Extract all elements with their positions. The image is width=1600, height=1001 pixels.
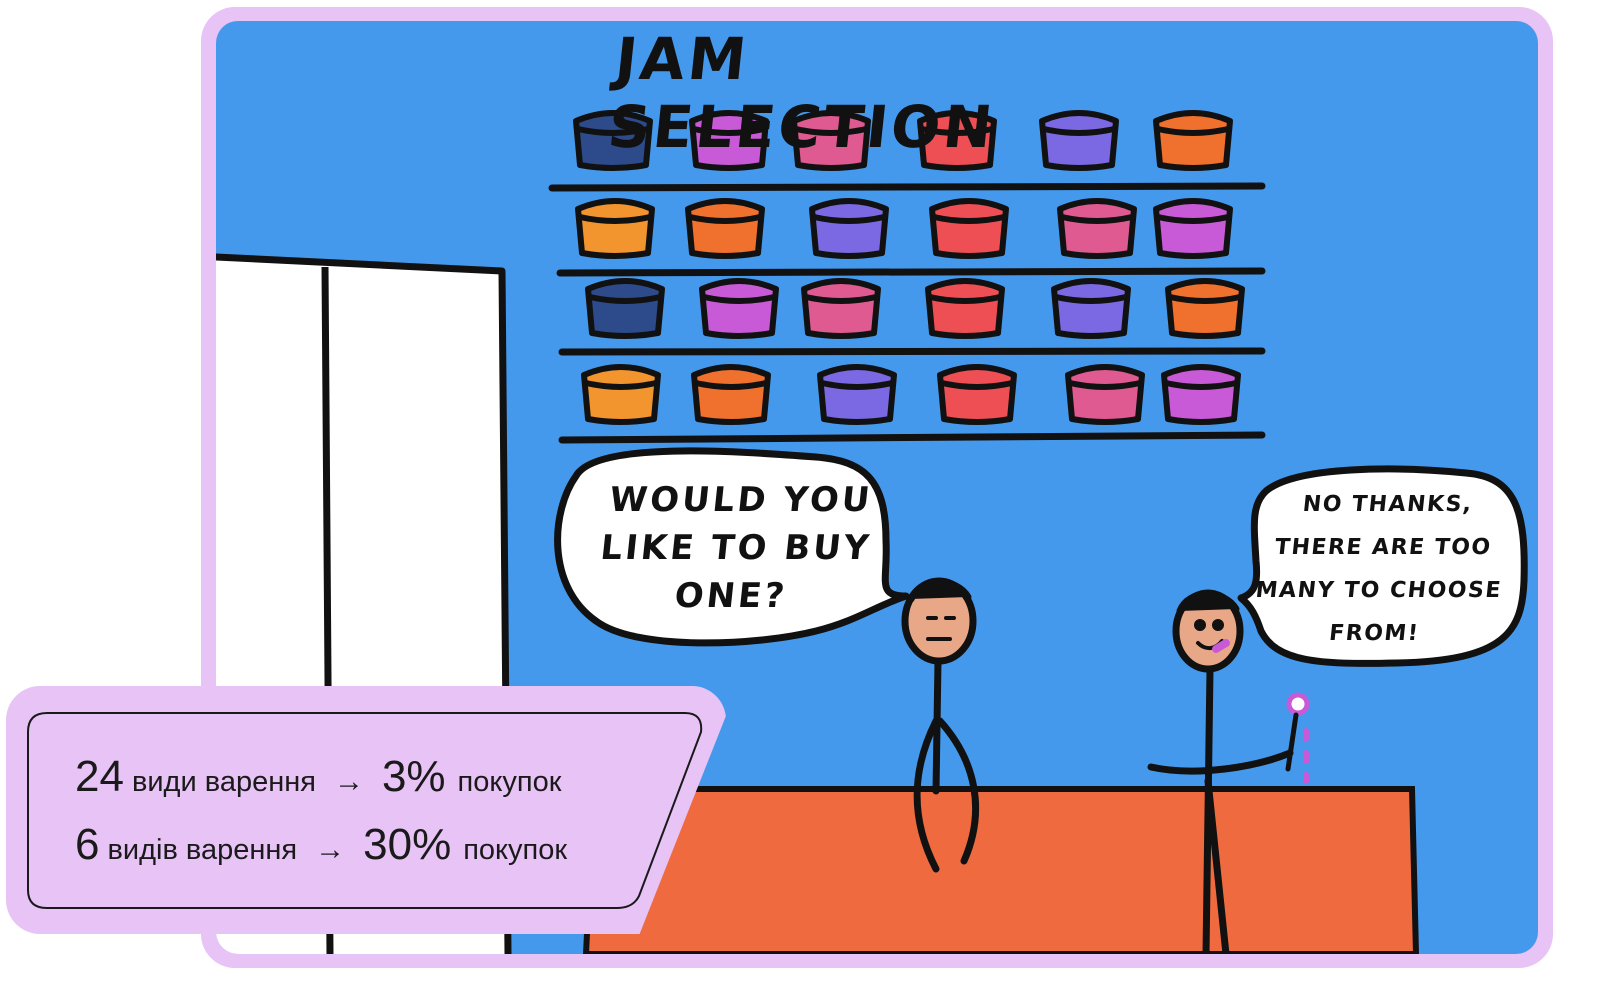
jam-jar bbox=[809, 198, 889, 259]
jam-jar bbox=[689, 110, 769, 171]
jam-jar-lid-line bbox=[1157, 126, 1229, 136]
jam-jar bbox=[575, 198, 655, 259]
jam-jar-lid-line bbox=[813, 214, 885, 224]
seller-figure bbox=[901, 577, 980, 873]
jam-jar bbox=[817, 364, 897, 425]
jam-jar bbox=[691, 364, 771, 425]
buyer-figure bbox=[1147, 589, 1310, 954]
jam-jar-lid-line bbox=[693, 126, 765, 136]
jam-jar bbox=[937, 364, 1017, 425]
stat-percent: 30% bbox=[363, 820, 452, 869]
stat-row-24: 24 види варення → 3% покупок bbox=[75, 752, 561, 802]
stat-row-6: 6 видів варення → 30% покупок bbox=[75, 820, 567, 870]
jam-jar-lid-line bbox=[1069, 380, 1141, 390]
jam-jar-lid-line bbox=[579, 214, 651, 224]
stat-count: 6 bbox=[75, 820, 100, 869]
stat-suffix: покупок bbox=[457, 766, 562, 798]
jam-jar-lid-line bbox=[921, 126, 993, 136]
jam-jar-lid-line bbox=[1165, 380, 1237, 390]
jam-jar-lid-line bbox=[805, 294, 877, 304]
jam-jar bbox=[1161, 364, 1241, 425]
jam-jar-lid-line bbox=[585, 380, 657, 390]
counter bbox=[582, 786, 1420, 954]
jam-jar-lid-line bbox=[1061, 214, 1133, 224]
jam-jar bbox=[685, 198, 765, 259]
seller-speech-bubble bbox=[554, 447, 910, 647]
seller-speech-text: WOULD YOU LIKE TO BUY ONE? bbox=[598, 480, 875, 616]
jam-jar bbox=[925, 278, 1005, 339]
jam-jar-lid-line bbox=[933, 214, 1005, 224]
stat-count: 24 bbox=[75, 752, 124, 801]
jam-jar-lid-line bbox=[695, 380, 767, 390]
jam-jar bbox=[1153, 110, 1233, 171]
arrow-right-icon: → bbox=[315, 833, 346, 866]
jam-selection-title: JAM SELECTION bbox=[604, 25, 999, 161]
jam-illustration: JAM SELECTION WOULD YOU LIKE TO BUY ONE?… bbox=[216, 21, 1538, 954]
jam-jar-lid-line bbox=[577, 126, 649, 136]
stats-card: 24 види варення → 3% покупок 6 видів вар… bbox=[27, 712, 705, 910]
jam-jar bbox=[1039, 110, 1119, 171]
jam-jar-lid-line bbox=[703, 294, 775, 304]
buyer-speech-bubble bbox=[1237, 465, 1528, 667]
jam-jar-lid-line bbox=[795, 126, 867, 136]
jam-jar bbox=[1051, 278, 1131, 339]
arrow-right-icon: → bbox=[333, 765, 364, 798]
jam-jar-lid-line bbox=[821, 380, 893, 390]
jam-jar-lid-line bbox=[1157, 214, 1229, 224]
jam-jar bbox=[791, 110, 871, 171]
stats-card-border bbox=[27, 712, 703, 909]
jam-jar bbox=[585, 278, 665, 339]
jam-jar bbox=[929, 198, 1009, 259]
jam-jar-lid-line bbox=[589, 294, 661, 304]
jam-jar-lid-line bbox=[1169, 294, 1241, 304]
jam-jar bbox=[1153, 198, 1233, 259]
jam-jar-lid-line bbox=[1043, 126, 1115, 136]
jam-jar-lid-line bbox=[689, 214, 761, 224]
jam-jar bbox=[699, 278, 779, 339]
stat-label: види варення bbox=[131, 766, 316, 798]
jam-jar bbox=[573, 110, 653, 171]
shelves bbox=[548, 182, 1266, 444]
buyer-speech-text: NO THANKS, THERE ARE TOO MANY TO CHOOSE … bbox=[1254, 492, 1504, 646]
jam-jars bbox=[573, 110, 1245, 425]
jam-jar bbox=[917, 110, 997, 171]
scene-drawing bbox=[216, 110, 1528, 954]
stat-percent: 3% bbox=[381, 752, 446, 801]
stat-suffix: покупок bbox=[463, 834, 568, 866]
jam-jar-lid-line bbox=[941, 380, 1013, 390]
jam-jar bbox=[581, 364, 661, 425]
jam-jar bbox=[1165, 278, 1245, 339]
jam-jar bbox=[801, 278, 881, 339]
jam-jar bbox=[1065, 364, 1145, 425]
jam-jar bbox=[1057, 198, 1137, 259]
jam-jar-lid-line bbox=[929, 294, 1001, 304]
jam-jar-lid-line bbox=[1055, 294, 1127, 304]
stat-label: видів варення bbox=[107, 834, 298, 866]
